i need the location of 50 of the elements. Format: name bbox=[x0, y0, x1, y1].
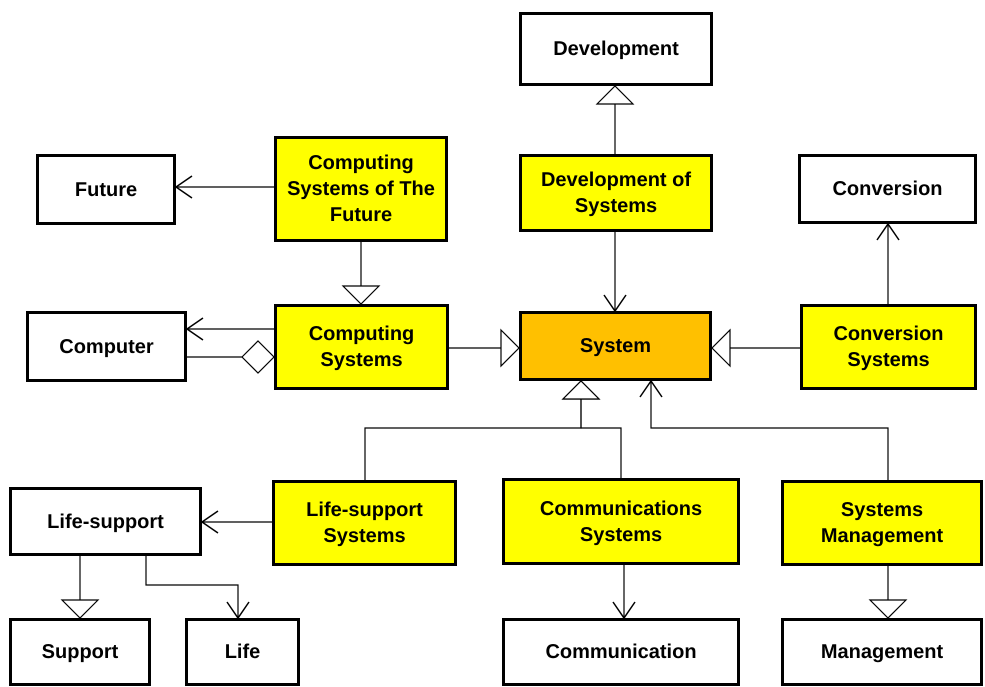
class-name: Computing Systems bbox=[308, 322, 416, 373]
class-name: Conversion Systems bbox=[832, 322, 945, 373]
class-name: Computing Systems of The Future bbox=[286, 151, 436, 228]
class-box bbox=[781, 618, 983, 686]
class-box bbox=[781, 480, 983, 566]
class-box bbox=[185, 618, 300, 686]
class-name: System bbox=[578, 334, 652, 359]
association-arrow bbox=[175, 175, 274, 199]
class-box bbox=[274, 304, 449, 390]
aggregation-line bbox=[187, 340, 275, 374]
class-box bbox=[519, 12, 713, 86]
association-arrow bbox=[612, 565, 636, 619]
class-name: Computer bbox=[58, 334, 155, 360]
class-name: Support bbox=[40, 640, 120, 665]
class-box bbox=[272, 480, 457, 566]
class-box bbox=[9, 618, 151, 686]
inheritance-arrow bbox=[596, 85, 634, 154]
inheritance-arrow bbox=[711, 329, 800, 367]
class-name: Life-support Systems bbox=[305, 498, 424, 549]
association-arrow bbox=[639, 380, 889, 480]
class-box-highlighted bbox=[519, 311, 712, 381]
class-box bbox=[519, 154, 713, 232]
association-arrow bbox=[603, 232, 627, 312]
association-arrow bbox=[201, 510, 272, 534]
class-box bbox=[800, 304, 977, 390]
class-name: Life bbox=[224, 640, 262, 665]
association-arrow bbox=[145, 556, 250, 619]
class-box bbox=[502, 478, 740, 565]
class-box bbox=[26, 311, 187, 382]
class-name: Communication bbox=[544, 640, 698, 665]
inheritance-arrow bbox=[342, 242, 380, 305]
class-name: Management bbox=[820, 640, 944, 665]
class-box bbox=[9, 487, 202, 556]
association-arrow bbox=[876, 223, 900, 304]
class-name: Development bbox=[552, 37, 680, 62]
class-box bbox=[274, 136, 448, 242]
class-name: Development of Systems bbox=[540, 168, 692, 219]
class-box bbox=[36, 154, 176, 225]
inheritance-arrow bbox=[449, 329, 520, 367]
class-box bbox=[502, 618, 740, 686]
inheritance-arrow bbox=[562, 380, 622, 478]
class-box bbox=[798, 154, 977, 224]
class-name: Conversion bbox=[831, 177, 944, 202]
class-name: Life-support bbox=[46, 510, 165, 534]
class-name: Future bbox=[74, 178, 138, 202]
inheritance-arrow bbox=[869, 566, 907, 619]
inheritance-arrow bbox=[61, 556, 99, 619]
class-name: Systems Management bbox=[820, 498, 944, 549]
association-arrow bbox=[186, 317, 274, 341]
class-name: Communications Systems bbox=[538, 496, 704, 548]
